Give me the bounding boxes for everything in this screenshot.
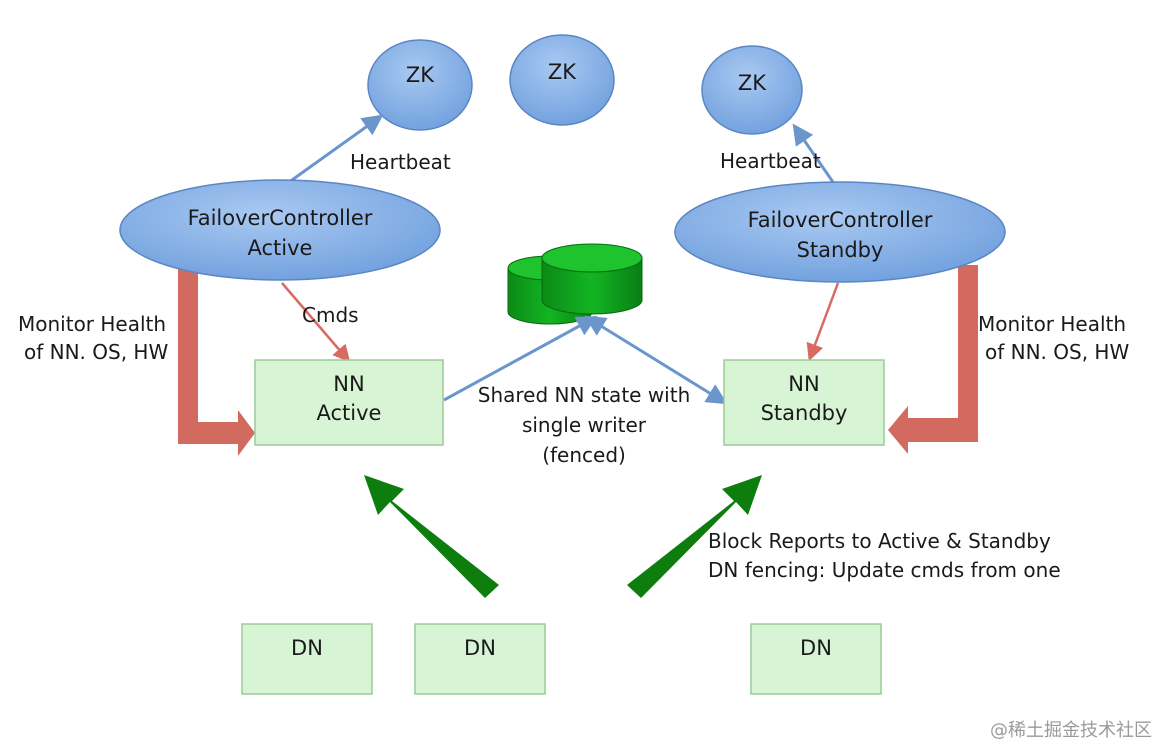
monitor-right-line1: Monitor Health — [978, 312, 1126, 336]
nn-active-line2: Active — [317, 401, 382, 425]
fc-standby-line1: FailoverController — [748, 208, 933, 232]
zk-middle-label: ZK — [548, 60, 577, 84]
failover-controller-active-node — [119, 179, 441, 281]
heartbeat-left-label: Heartbeat — [350, 150, 451, 174]
heartbeat-right-label: Heartbeat — [720, 149, 821, 173]
zk-left-label: ZK — [406, 63, 435, 87]
failover-controller-standby-node — [674, 181, 1006, 283]
heartbeat-right-arrow — [792, 123, 837, 186]
zk-right-label: ZK — [738, 71, 767, 95]
block-report-line1: Block Reports to Active & Standby — [708, 529, 1051, 553]
zk-left-node — [367, 39, 473, 131]
shared-state-line3: (fenced) — [542, 443, 626, 467]
watermark-text: @稀土掘金技术社区 — [990, 720, 1152, 741]
nn-active-box — [254, 359, 444, 446]
fc-standby-line2: Standby — [797, 238, 884, 262]
heartbeat-left-arrow — [284, 114, 384, 187]
nn-standby-box — [723, 359, 885, 446]
shared-state-read-arrow — [584, 315, 728, 405]
dn-box-3 — [750, 623, 882, 695]
fc-active-line2: Active — [248, 236, 313, 260]
monitor-left-line1: Monitor Health — [18, 312, 166, 336]
zk-right-node — [701, 45, 803, 135]
block-report-active-arrow — [364, 475, 499, 598]
dn-box-2 — [414, 623, 546, 695]
block-report-standby-arrow — [627, 475, 762, 598]
zk-middle-node — [509, 34, 615, 126]
block-report-line2: DN fencing: Update cmds from one — [708, 558, 1061, 582]
shared-state-line2: single writer — [522, 413, 647, 437]
dn-box-1 — [241, 623, 373, 695]
cmds-standby-arrow — [806, 282, 840, 362]
cmds-active-arrow — [281, 282, 351, 363]
dn-1-label: DN — [291, 636, 323, 660]
shared-storage-icon — [507, 243, 643, 325]
shared-state-write-arrow — [443, 315, 598, 402]
nn-standby-line2: Standby — [761, 401, 848, 425]
monitor-left-line2: of NN. OS, HW — [24, 340, 168, 364]
monitor-left-arrow — [178, 268, 255, 456]
monitor-right-arrow — [888, 265, 978, 454]
monitor-right-line2: of NN. OS, HW — [985, 340, 1129, 364]
nn-active-line1: NN — [333, 372, 364, 396]
dn-3-label: DN — [800, 636, 832, 660]
cmds-label: Cmds — [302, 303, 359, 327]
shared-state-line1: Shared NN state with — [478, 383, 691, 407]
nn-standby-line1: NN — [788, 372, 819, 396]
fc-active-line1: FailoverController — [188, 206, 373, 230]
dn-2-label: DN — [464, 636, 496, 660]
